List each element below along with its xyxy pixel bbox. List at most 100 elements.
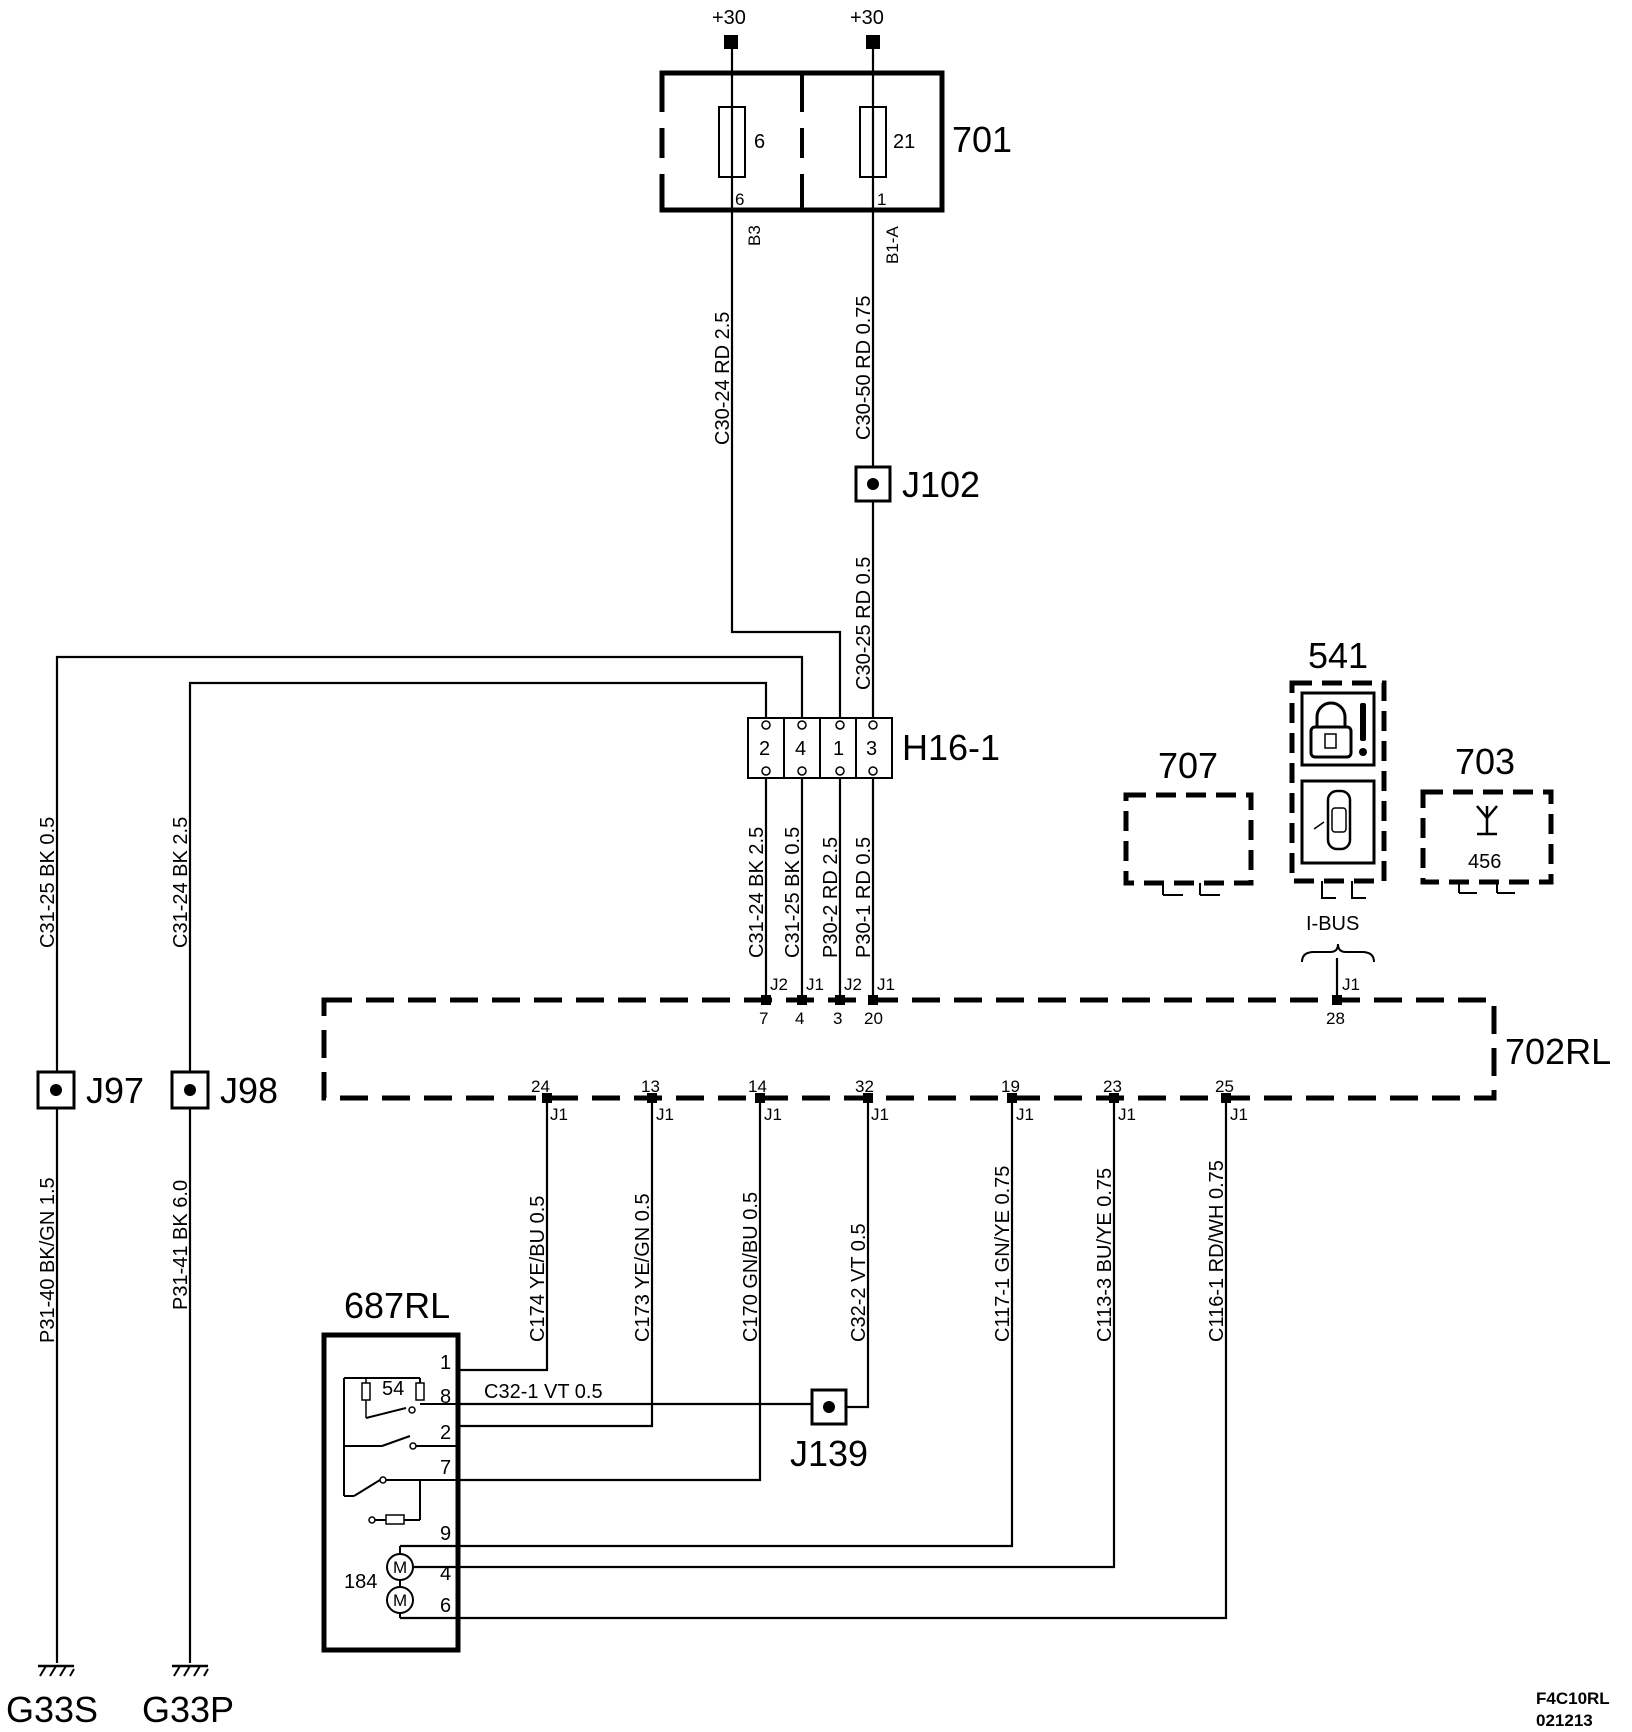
splice-j102: J102 bbox=[854, 464, 980, 505]
component-707-label: 707 bbox=[1158, 745, 1218, 786]
component-541-label: 541 bbox=[1308, 635, 1368, 676]
motor-icon: M M 184 bbox=[344, 1546, 414, 1618]
bottom-pin-num-1: 24 bbox=[531, 1077, 550, 1096]
component-703-sub: 456 bbox=[1468, 851, 1501, 873]
splice-j98-label: J98 bbox=[220, 1070, 278, 1111]
top-pin-conn-4: J1 bbox=[877, 975, 895, 994]
top-pin-conn-5: J1 bbox=[1342, 975, 1360, 994]
switch-number: 54 bbox=[382, 1378, 404, 1400]
top-pin-conn-3: J2 bbox=[844, 975, 862, 994]
wire-c117-label: C117-1 GN/YE 0.75 bbox=[992, 1166, 1014, 1342]
supply-left-label: +30 bbox=[712, 7, 746, 29]
wire-c30-24-label: C30-24 RD 2.5 bbox=[712, 312, 734, 445]
h16-down-wires bbox=[764, 778, 875, 1000]
component-707: 707 bbox=[1123, 745, 1254, 896]
module-702rl: 702RL bbox=[321, 997, 1611, 1101]
bottom-pin-conn-7: J1 bbox=[1230, 1105, 1248, 1124]
motor-number: 184 bbox=[344, 1571, 377, 1593]
ground-g33s-label: G33S bbox=[6, 1689, 98, 1730]
h16-pin-1: 2 bbox=[759, 738, 770, 760]
wire-p31-41-label: P31-41 BK 6.0 bbox=[170, 1180, 192, 1310]
wire-c174-label: C174 YE/BU 0.5 bbox=[527, 1196, 549, 1342]
wire-c113-label: C113-3 BU/YE 0.75 bbox=[1094, 1168, 1116, 1342]
component-687rl-label: 687RL bbox=[344, 1285, 450, 1326]
top-pin-num-5: 28 bbox=[1326, 1009, 1345, 1028]
bottom-pin-conn-6: J1 bbox=[1118, 1105, 1136, 1124]
connector-h16-1: 2 4 1 3 H16-1 bbox=[747, 717, 1000, 779]
ibus-link: I-BUS bbox=[1301, 913, 1375, 1000]
splice-j97: J97 bbox=[36, 1070, 144, 1111]
bottom-pin-num-3: 14 bbox=[748, 1077, 767, 1096]
h16-pin-3: 1 bbox=[833, 738, 844, 760]
top-pin-num-4: 20 bbox=[864, 1009, 883, 1028]
ground-g33p-label: G33P bbox=[142, 1689, 234, 1730]
wire-c30-25-label: C30-25 RD 0.5 bbox=[853, 557, 875, 690]
top-pin-num-3: 3 bbox=[833, 1009, 842, 1028]
pin-687-8: 8 bbox=[440, 1386, 451, 1408]
top-pin-conn-1: J2 bbox=[770, 975, 788, 994]
wire-p30-1-label: P30-1 RD 0.5 bbox=[853, 837, 875, 958]
fuse-a-number: 6 bbox=[754, 131, 765, 153]
wire-p31-40-label: P31-40 BK/GN 1.5 bbox=[37, 1177, 59, 1343]
wire-c170-label: C170 GN/BU 0.5 bbox=[740, 1192, 762, 1342]
pin-687-6: 6 bbox=[440, 1595, 451, 1617]
wire-c173-label: C173 YE/GN 0.5 bbox=[632, 1193, 654, 1342]
bottom-pin-num-2: 13 bbox=[641, 1077, 660, 1096]
supply-right: +30 bbox=[850, 7, 884, 49]
fusebox-701: 701 bbox=[658, 70, 1012, 213]
bottom-pin-num-5: 19 bbox=[1001, 1077, 1020, 1096]
bottom-pin-conn-3: J1 bbox=[764, 1105, 782, 1124]
ibus-label: I-BUS bbox=[1306, 913, 1359, 935]
wire-c31-25-label: C31-25 BK 0.5 bbox=[782, 827, 804, 958]
pin-687-7: 7 bbox=[440, 1457, 451, 1479]
component-703: 703 456 bbox=[1420, 741, 1554, 894]
splice-j97-label: J97 bbox=[86, 1070, 144, 1111]
wire-c31-25-left-label: C31-25 BK 0.5 bbox=[37, 817, 59, 948]
motor-1-symbol: M bbox=[393, 1558, 407, 1577]
splice-j102-label: J102 bbox=[902, 464, 980, 505]
wire-c32-1-label: C32-1 VT 0.5 bbox=[484, 1381, 603, 1403]
footer-date: 021213 bbox=[1536, 1711, 1593, 1730]
bottom-pin-conn-2: J1 bbox=[656, 1105, 674, 1124]
h16-pin-4: 3 bbox=[866, 738, 877, 760]
bottom-pin-num-4: 32 bbox=[855, 1077, 874, 1096]
splice-j98: J98 bbox=[170, 1070, 278, 1111]
module-702rl-label: 702RL bbox=[1505, 1031, 1611, 1072]
splice-j139: J139 bbox=[790, 1388, 868, 1474]
component-687-pins: 1 8 2 7 9 4 6 bbox=[440, 1352, 451, 1617]
h16-pin-2: 4 bbox=[795, 738, 806, 760]
top-pin-num-2: 4 bbox=[795, 1009, 804, 1028]
wire-c116-label: C116-1 RD/WH 0.75 bbox=[1206, 1160, 1228, 1342]
fuse-b-number: 21 bbox=[893, 131, 915, 153]
supply-right-label: +30 bbox=[850, 7, 884, 29]
h16-label: H16-1 bbox=[902, 727, 1000, 768]
pin-687-1: 1 bbox=[440, 1352, 451, 1374]
wire-c32-2-label: C32-2 VT 0.5 bbox=[848, 1223, 870, 1342]
motor-2-symbol: M bbox=[393, 1591, 407, 1610]
wire-c31-24-left-label: C31-24 BK 2.5 bbox=[170, 817, 192, 948]
component-541: 541 bbox=[1289, 635, 1387, 899]
top-pin-conn-2: J1 bbox=[806, 975, 824, 994]
module-702-bottom-pins: 24 13 14 32 19 23 25 J1 J1 J1 J1 J1 J1 J… bbox=[531, 1077, 1248, 1124]
wire-c30-50-label: C30-50 RD 0.75 bbox=[853, 295, 875, 440]
splice-j139-label: J139 bbox=[790, 1433, 868, 1474]
module-702-top-pins: J2 J1 J2 J1 J1 7 4 3 20 28 bbox=[759, 975, 1360, 1028]
lock-icon bbox=[1309, 701, 1367, 759]
pin-687-9: 9 bbox=[440, 1523, 451, 1545]
wire-p30-2-label: P30-2 RD 2.5 bbox=[820, 837, 842, 958]
fuse-a-pin: 6 bbox=[735, 190, 744, 209]
pin-687-4: 4 bbox=[440, 1563, 451, 1585]
component-703-label: 703 bbox=[1455, 741, 1515, 782]
bottom-pin-num-6: 23 bbox=[1103, 1077, 1122, 1096]
bottom-pin-conn-4: J1 bbox=[871, 1105, 889, 1124]
switch-icon: 54 bbox=[353, 1378, 458, 1525]
fuse-a-conn: B3 bbox=[745, 225, 764, 246]
fuse-b-conn: B1-A bbox=[883, 226, 902, 264]
bottom-pin-conn-1: J1 bbox=[550, 1105, 568, 1124]
top-pin-num-1: 7 bbox=[759, 1009, 768, 1028]
component-687rl: 687RL bbox=[321, 1285, 461, 1653]
antenna-icon bbox=[1476, 805, 1498, 836]
footer-code: F4C10RL bbox=[1536, 1689, 1610, 1708]
pin-687-2: 2 bbox=[440, 1422, 451, 1444]
